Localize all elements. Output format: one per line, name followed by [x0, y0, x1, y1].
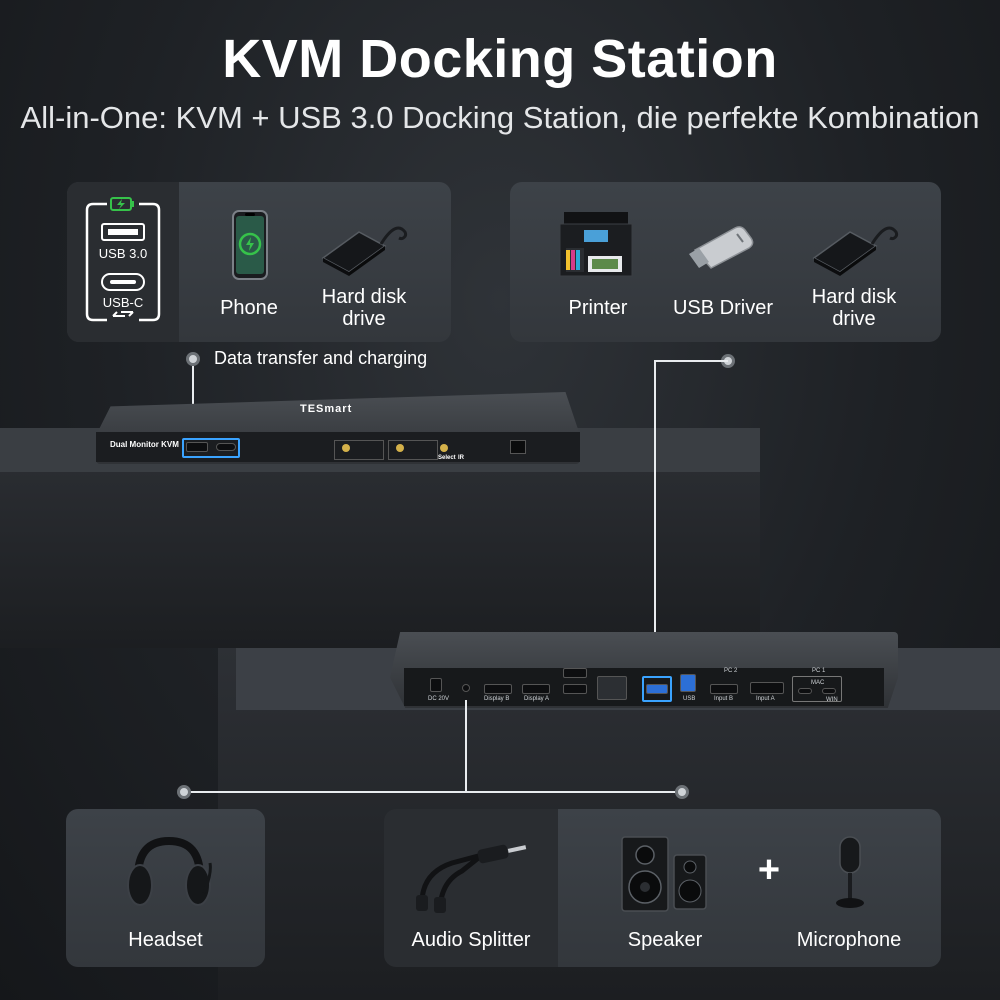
- ethernet-port: [597, 676, 627, 700]
- audio-splitter-panel: Audio Splitter: [384, 809, 558, 967]
- port-icon-column: USB 3.0 USB-C: [67, 182, 179, 342]
- hard-disk-icon: [812, 226, 898, 276]
- pc1-box: [792, 676, 842, 702]
- rear-connector-line-v: [654, 360, 656, 682]
- audio-connector-line-v: [465, 700, 467, 792]
- usbc-mac-port: [798, 688, 812, 694]
- usb-drive-icon: [689, 226, 754, 269]
- hard-disk-label: Hard disk drive: [321, 286, 407, 330]
- dc-port: [430, 678, 442, 692]
- brand-logo: TESmart: [300, 403, 353, 415]
- display-a-label: Display A: [524, 696, 550, 702]
- led-3: [440, 444, 448, 452]
- front-ports-panel: USB 3.0 USB-C Phone Hard disk drive: [67, 182, 451, 342]
- input-a-label: Input A: [756, 696, 775, 702]
- usbc-win-port: [822, 688, 836, 694]
- audio-splitter-icon: [416, 844, 527, 913]
- page-title: KVM Docking Station: [222, 29, 778, 89]
- input-b-label: Input B: [714, 696, 734, 702]
- front-face: [96, 432, 580, 462]
- usb-b-port: [680, 674, 696, 692]
- input-a-port: [750, 682, 784, 694]
- audio-connector-line-h: [185, 791, 683, 793]
- pc2-label: PC 2: [724, 668, 738, 674]
- pc-button-1: [334, 440, 384, 460]
- mac-label: MAC: [811, 680, 825, 686]
- display-a-port: [522, 684, 550, 694]
- hard-disk-icon: [321, 226, 407, 276]
- rear-usb3-port: [646, 684, 668, 694]
- printer-icon: [559, 212, 633, 277]
- usb-stack-top: [563, 668, 587, 678]
- usb-stack-bottom: [563, 684, 587, 694]
- speaker-mic-panel: Speaker + Microphone: [558, 809, 941, 967]
- microphone-label: Microphone: [796, 929, 902, 951]
- display-b-label: Display B: [484, 696, 510, 702]
- pc-button-2: [388, 440, 438, 460]
- front-connector-line: [192, 366, 194, 438]
- plus-sign: +: [757, 849, 781, 891]
- model-text: Dual Monitor KVM: [110, 440, 179, 449]
- power-switch: [510, 440, 526, 454]
- headset-icon: [127, 836, 212, 906]
- led-2: [396, 444, 404, 452]
- audio-splitter-label: Audio Splitter: [411, 929, 531, 951]
- usbc-port-label: USB-C: [102, 295, 144, 310]
- microphone-icon: [836, 836, 864, 908]
- audio-dot-left: [177, 785, 191, 799]
- front-usbc-port: [216, 443, 236, 451]
- phone-icon: [232, 210, 268, 280]
- front-usb3-port: [186, 442, 208, 452]
- usb-label: USB: [683, 696, 696, 702]
- rear-usb-highlight: [642, 676, 672, 702]
- printer-label: Printer: [568, 297, 628, 319]
- headset-panel: Headset: [66, 809, 265, 967]
- display-b-port: [484, 684, 512, 694]
- front-connector-dot: [186, 352, 200, 366]
- phone-label: Phone: [220, 297, 278, 319]
- speaker-icon: [621, 836, 707, 912]
- page-subtitle: All-in-One: KVM + USB 3.0 Docking Statio…: [20, 100, 980, 135]
- input-b-port: [710, 684, 738, 694]
- front-usb-highlight: [182, 438, 240, 458]
- hard-disk-label-rear: Hard disk drive: [811, 286, 897, 330]
- data-transfer-annotation: Data transfer and charging: [214, 348, 428, 368]
- dc-label: DC 20V: [428, 696, 450, 702]
- win-label: WIN: [826, 697, 838, 703]
- audio-dot-right: [675, 785, 689, 799]
- rear-usb-panel: Printer USB Driver Hard disk drive: [510, 182, 941, 342]
- pc1-label: PC 1: [812, 668, 826, 674]
- audio-jack: [462, 684, 470, 692]
- headset-label: Headset: [128, 929, 203, 951]
- usb3-port-label: USB 3.0: [98, 246, 148, 261]
- speaker-label: Speaker: [627, 929, 703, 951]
- led-1: [342, 444, 350, 452]
- ir-label: IR: [458, 455, 464, 461]
- port-group-icon: [85, 197, 161, 322]
- select-label: Select: [438, 455, 456, 461]
- usb-driver-label: USB Driver: [672, 297, 773, 319]
- rear-connector-line-h: [654, 360, 728, 362]
